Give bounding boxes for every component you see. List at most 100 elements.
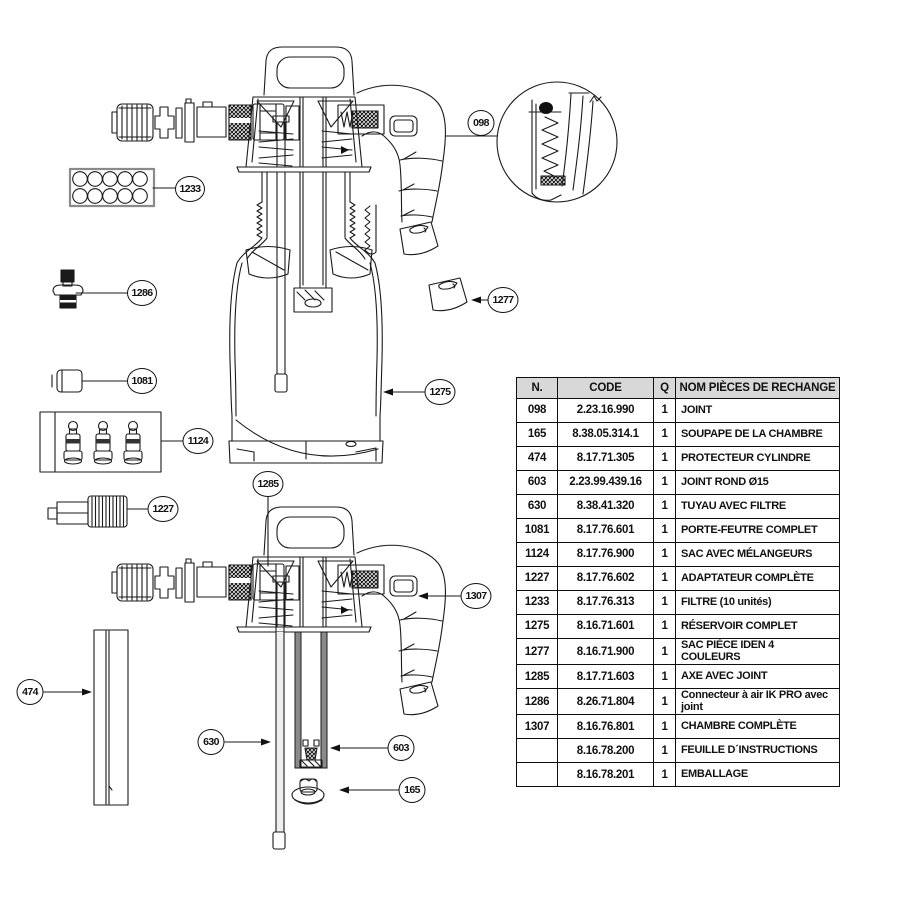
table-cell: 2.23.16.990 (557, 398, 654, 423)
callout-1233: 1233 (175, 176, 205, 202)
pump-cylinder-drawing (272, 599, 328, 850)
callout-1277: 1277 (487, 287, 519, 313)
table-cell: 8.26.71.804 (557, 688, 654, 716)
table-cell: 603 (516, 470, 558, 495)
table-cell: 1 (653, 637, 676, 666)
table-cell: 8.16.78.200 (557, 738, 654, 764)
filter-sheet-drawing (68, 167, 156, 208)
table-header-cell: N. (516, 377, 558, 399)
callout-leader-lines (43, 135, 498, 794)
table-cell: 1 (653, 738, 676, 764)
table-cell: 474 (516, 446, 558, 471)
callout-603: 603 (387, 735, 415, 761)
table-cell: 1285 (516, 664, 558, 690)
table-cell: 1 (653, 614, 676, 639)
callout-1286: 1286 (127, 280, 157, 306)
table-cell (516, 738, 558, 764)
callout-1275: 1275 (424, 379, 456, 405)
table-cell: 1 (653, 590, 676, 615)
callout-1227: 1227 (147, 496, 179, 522)
tank-drawing (228, 171, 384, 464)
table-cell: 1081 (516, 518, 558, 543)
table-cell: AXE AVEC JOINT (675, 664, 840, 690)
table-cell: 1 (653, 566, 676, 591)
callout-1285: 1285 (252, 471, 284, 497)
table-cell: 1 (653, 762, 676, 788)
table-cell: 8.16.78.201 (557, 762, 654, 788)
table-cell: 1 (653, 422, 676, 447)
table-cell: 1 (653, 494, 676, 519)
table-cell: 8.16.71.601 (557, 614, 654, 639)
table-cell: 1 (653, 688, 676, 716)
table-cell: 8.17.76.601 (557, 518, 654, 543)
table-cell: SAC PIÈCE IDEN 4 COULEURS (675, 637, 840, 666)
table-cell: 8.16.76.801 (557, 714, 654, 740)
table-cell: JOINT (675, 398, 840, 423)
table-cell: 630 (516, 494, 558, 519)
table-cell: JOINT ROND Ø15 (675, 470, 840, 495)
table-cell: RÉSERVOIR COMPLET (675, 614, 840, 639)
table-cell: FILTRE (10 unités) (675, 590, 840, 615)
table-header-cell: Q (653, 377, 676, 399)
table-cell (516, 762, 558, 788)
table-cell: 1 (653, 518, 676, 543)
table-cell: 8.17.71.603 (557, 664, 654, 690)
table-cell: 1227 (516, 566, 558, 591)
table-cell: 1 (653, 542, 676, 567)
felt-holder-drawing (51, 369, 83, 393)
table-cell: 8.17.76.313 (557, 590, 654, 615)
table-cell: 8.17.71.305 (557, 446, 654, 471)
table-cell: 1 (653, 664, 676, 690)
table-cell: EMBALLAGE (675, 762, 840, 788)
table-cell: PORTE-FEUTRE COMPLET (675, 518, 840, 543)
table-header-cell: CODE (557, 377, 654, 399)
table-cell: 1286 (516, 688, 558, 716)
air-connector-drawing (52, 269, 84, 309)
table-cell: 2.23.99.439.16 (557, 470, 654, 495)
table-cell: 8.38.05.314.1 (557, 422, 654, 447)
table-cell: 1277 (516, 637, 558, 666)
table-cell: FEUILLE D´INSTRUCTIONS (675, 738, 840, 764)
table-cell: TUYAU AVEC FILTRE (675, 494, 840, 519)
callout-098: 098 (467, 110, 495, 136)
callout-1124: 1124 (182, 428, 214, 454)
mixers-bag-drawing (39, 411, 162, 473)
sprayer-cutaway-top-drawing (112, 47, 445, 255)
table-cell: Connecteur à air IK PRO avec joint (675, 688, 840, 716)
table-header-cell: NOM PIÈCES DE RECHANGE (675, 377, 840, 399)
id-cap-part-drawing (428, 277, 468, 312)
table-cell: 1 (653, 714, 676, 740)
table-cell: 8.17.76.900 (557, 542, 654, 567)
joint-detail-circle (496, 81, 618, 203)
table-cell: ADAPTATEUR COMPLÈTE (675, 566, 840, 591)
table-cell: 1233 (516, 590, 558, 615)
table-cell: SOUPAPE DE LA CHAMBRE (675, 422, 840, 447)
callout-1307: 1307 (460, 583, 492, 609)
table-cell: 1124 (516, 542, 558, 567)
table-cell: CHAMBRE COMPLÈTE (675, 714, 840, 740)
table-cell: 1 (653, 470, 676, 495)
table-cell: 8.16.71.900 (557, 637, 654, 666)
callout-630: 630 (197, 729, 225, 755)
